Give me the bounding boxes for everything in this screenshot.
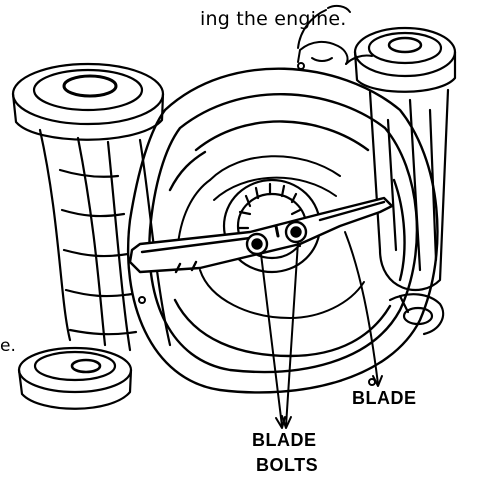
hand-illustration [297, 4, 373, 65]
blade-label: BLADE [352, 388, 417, 408]
front-right-wheel [388, 293, 445, 336]
rear-left-wheel [11, 62, 165, 141]
side-text-fragment: e. [0, 336, 16, 356]
leader-lines [260, 231, 383, 429]
blade-bolts-label-line1: BLADE [252, 430, 317, 450]
deck-baffles [177, 155, 365, 319]
front-left-wheel [17, 346, 133, 410]
blade-bolts [245, 220, 308, 256]
caption-text: ing the engine. [200, 8, 347, 30]
blade-bolts-label-line2: BOLTS [256, 455, 319, 475]
